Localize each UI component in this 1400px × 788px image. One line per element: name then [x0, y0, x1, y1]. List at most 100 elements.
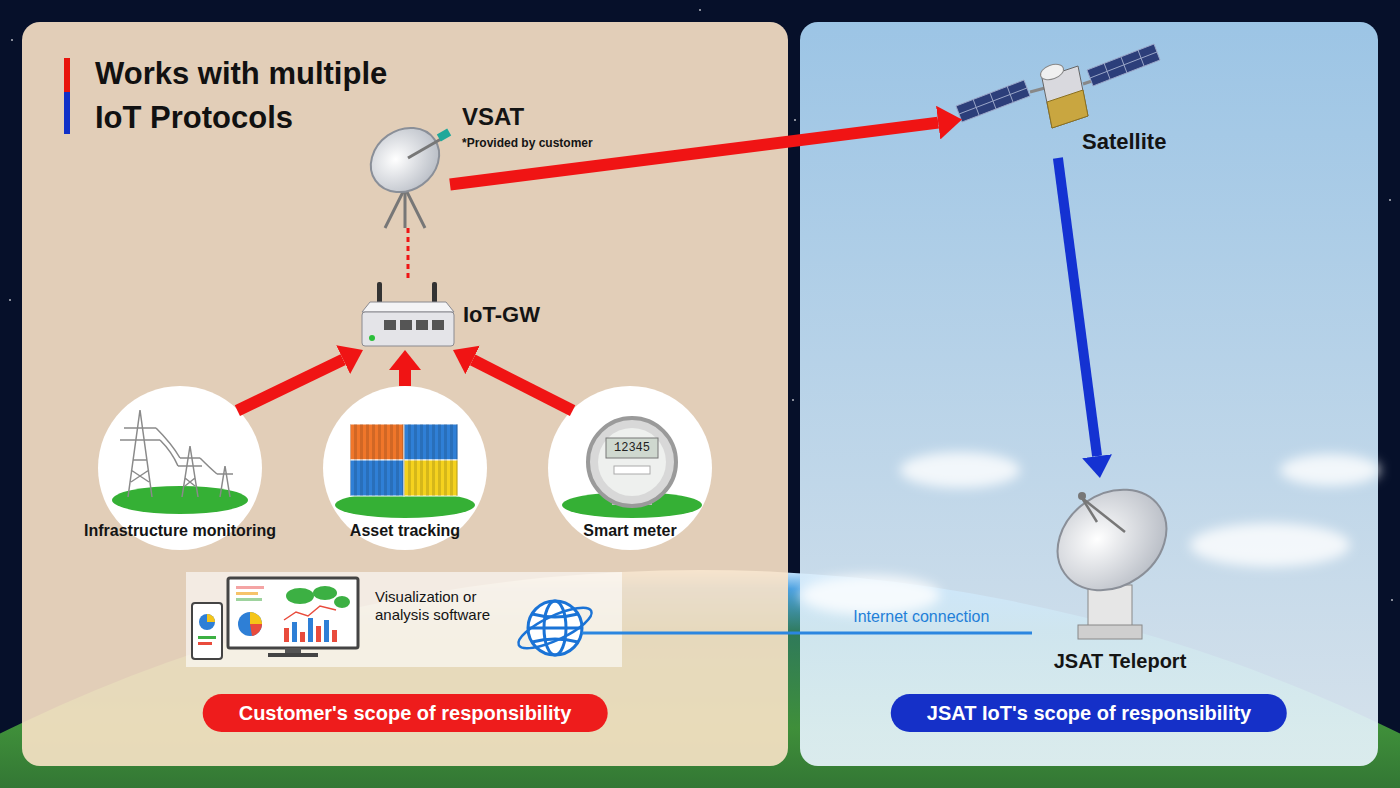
pylons	[156, 428, 217, 474]
software-panel	[186, 572, 622, 667]
stars	[11, 39, 13, 41]
stars	[1391, 599, 1393, 601]
internet-globe	[528, 627, 582, 630]
use-case-circle: Asset tracking	[323, 386, 487, 550]
software-panel	[313, 586, 337, 600]
vsat-dish	[408, 139, 441, 158]
scope-label: JSAT IoT's scope of responsibility	[891, 694, 1287, 732]
edge-label: Internet connection	[853, 607, 989, 626]
satellite-icon	[1047, 90, 1088, 128]
text-slot: Visualization or analysis software	[375, 588, 515, 624]
text-slot: Smart meter	[583, 521, 676, 540]
software-panel	[186, 572, 622, 667]
smart-meter-icon	[614, 466, 650, 474]
meter-digits: 12345	[614, 441, 650, 455]
teleport-antenna	[1082, 498, 1125, 532]
software-box: Visualization or analysis software	[186, 572, 622, 667]
gateway-router	[432, 320, 444, 330]
pylons	[120, 410, 233, 497]
software-panel	[334, 596, 350, 608]
software-panel	[236, 586, 264, 589]
satellite-icon	[1030, 88, 1045, 92]
smart-meter-icon	[606, 438, 658, 458]
software-panel	[238, 612, 262, 636]
use-case-circle: Smart meter	[548, 386, 712, 550]
scope-panel: JSAT IoT's scope of responsibility Satell…	[800, 22, 1378, 766]
stars	[1389, 199, 1391, 201]
satellite-icon	[1038, 61, 1065, 82]
stars	[9, 9, 1393, 781]
scope-label: Customer's scope of responsibility	[203, 694, 608, 732]
gateway-router	[362, 302, 454, 312]
vsat-dish	[385, 188, 405, 228]
software-panel	[236, 592, 258, 595]
software-panel	[268, 653, 318, 657]
title-bar	[64, 58, 70, 92]
text-slot: JSAT Teleport	[1054, 649, 1187, 673]
scope-panel: Customer's scope of responsibilityVSAT*P…	[22, 22, 788, 766]
software-panel	[284, 606, 336, 620]
teleport-antenna	[1038, 469, 1186, 611]
data-arrow	[399, 370, 411, 386]
satellite-node: Satellite	[962, 45, 1182, 158]
label-slot: 12345	[614, 441, 650, 455]
title-bar	[64, 58, 70, 134]
clouds	[900, 452, 1020, 488]
vsat-dish	[404, 188, 407, 228]
node-label: Asset tracking	[350, 521, 460, 540]
software-panel	[284, 628, 289, 642]
text-slot: Infrastructure monitoring	[84, 521, 276, 540]
internet-line	[622, 631, 1032, 634]
software-panel	[207, 614, 215, 622]
software-panel	[324, 620, 329, 642]
vsat-dish	[437, 129, 451, 142]
satellite-icon	[956, 44, 1160, 128]
smart-meter-icon	[598, 428, 666, 496]
software-panel	[199, 614, 215, 630]
text-slot: VSAT	[462, 102, 524, 131]
software-panel	[332, 630, 337, 642]
clouds	[1190, 523, 1350, 567]
title-bar	[64, 92, 70, 134]
pylons	[120, 410, 160, 497]
data-arrow	[473, 360, 573, 411]
node-label: JSAT Teleport	[1054, 649, 1187, 673]
node-label: VSAT	[462, 102, 524, 131]
node-note: *Provided by customer	[462, 136, 593, 150]
smart-meter-icon	[588, 418, 676, 506]
containers	[350, 424, 458, 496]
node-label: Satellite	[1082, 129, 1166, 155]
software-panel	[198, 642, 212, 645]
vsat-node: VSAT*Provided by customer	[365, 100, 450, 228]
software-panel	[292, 622, 297, 642]
vsat-dish	[358, 115, 451, 205]
gateway-router	[416, 320, 428, 330]
software-panel	[308, 618, 313, 642]
use-case-circle: Infrastructure monitoring	[98, 386, 262, 550]
clouds	[1280, 454, 1380, 486]
text-slot: Customer's scope of responsibility	[203, 694, 608, 732]
gateway-router	[384, 320, 396, 330]
text-slot: Asset tracking	[350, 521, 460, 540]
text-slot: JSAT IoT's scope of responsibility	[891, 694, 1287, 732]
teleport-antenna	[1078, 625, 1142, 639]
gateway-router	[400, 320, 412, 330]
text-slot: IoT-GW	[463, 302, 540, 328]
teleport-antenna	[1082, 498, 1097, 522]
use-case-circle	[323, 386, 487, 550]
text-slot: Satellite	[1082, 129, 1166, 155]
internet-globe	[582, 632, 622, 635]
software-panel	[286, 588, 314, 604]
gateway-node: IoT-GW	[358, 278, 458, 350]
gateway-router	[362, 312, 454, 346]
teleport-antenna	[1078, 492, 1086, 500]
satellite-icon	[1087, 44, 1160, 86]
use-case-circle	[112, 486, 248, 514]
gateway-router	[362, 282, 454, 346]
data-arrow	[237, 360, 343, 411]
uplink-arrow	[450, 123, 938, 185]
software-panel	[300, 632, 305, 642]
text-slot: *Provided by customer	[462, 136, 593, 150]
